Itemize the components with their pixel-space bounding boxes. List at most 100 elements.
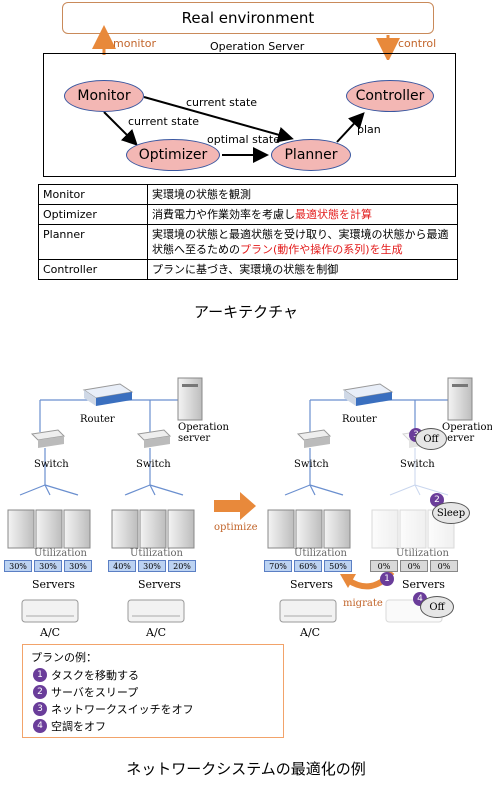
step-badge-1: 1 (380, 572, 394, 586)
switch-label: Switch (294, 459, 329, 470)
plan-item: 3 ネットワークスイッチをオフ (33, 701, 194, 717)
switch-label: Switch (34, 459, 69, 470)
router-icon (82, 383, 134, 406)
table-key: Controller (38, 259, 148, 280)
planner-node: Planner (271, 139, 351, 171)
table-value: 実環境の状態を観測 (147, 184, 458, 205)
switch-label: Switch (136, 459, 171, 470)
operation-server-label: Operation Server (210, 40, 305, 53)
router-label: Router (80, 414, 115, 425)
plan-item-label: サーバをスリープ (51, 686, 139, 699)
utilization-value: 30% (64, 560, 92, 572)
plan-item: 1 タスクを移動する (33, 667, 139, 683)
ac-label: A/C (40, 626, 61, 639)
planner-node-label: Planner (284, 147, 338, 163)
monitor-control-arrows (92, 25, 400, 60)
operation-server-box (43, 53, 456, 177)
component-description-table: Monitor 実環境の状態を観測 Optimizer 消費電力や作業効率を考慮… (38, 184, 458, 280)
table-key: Planner (38, 224, 148, 260)
real-environment-label: Real environment (181, 9, 315, 27)
plan-edge-label: plan (357, 123, 381, 136)
control-edge-label: control (398, 37, 437, 50)
network-caption: ネットワークシステムの最適化の例 (126, 760, 366, 778)
utilization-value: 0% (400, 560, 428, 572)
operation-server-icon (177, 377, 203, 421)
utilization-value: 60% (294, 560, 322, 572)
network-diagram (7, 377, 473, 623)
table-value: 消費電力や作業効率を考慮し最適状態を計算 (147, 204, 458, 225)
utilization-value: 30% (138, 560, 166, 572)
table-row: Planner 実環境の状態と最適状態を受け取り、実環境の状態から最適状態へ至る… (38, 224, 458, 260)
operation-server-label: Operation server (442, 422, 492, 444)
optimize-arrow (214, 492, 256, 520)
router-label: Router (342, 414, 377, 425)
switch-label: Switch (400, 459, 435, 470)
utilization-label: Utilization (294, 548, 347, 559)
step-badge-2: 2 (33, 685, 47, 699)
monitor-node: Monitor (64, 80, 144, 112)
switch-icon (296, 429, 332, 448)
utilization-value: 20% (168, 560, 196, 572)
server-icon (111, 509, 139, 549)
server-icon (267, 509, 295, 549)
operation-server-label: Operation server (178, 422, 229, 444)
utilization-value: 0% (430, 560, 458, 572)
server-icon (399, 509, 427, 549)
utilization-value: 40% (108, 560, 136, 572)
architecture-caption: アーキテクチャ (194, 303, 298, 321)
migrate-label: migrate (343, 598, 383, 609)
plan-item-label: 空調をオフ (51, 720, 106, 733)
table-value: 実環境の状態と最適状態を受け取り、実環境の状態から最適状態へ至るためのプラン(動… (147, 224, 458, 260)
step-badge-3: 3 (33, 702, 47, 716)
operation-server-icon (447, 377, 473, 421)
servers-label: Servers (138, 578, 181, 591)
utilization-value: 70% (264, 560, 292, 572)
utilization-label: Utilization (34, 548, 87, 559)
ac-unit-icon (279, 599, 337, 623)
plan-item: 4 空調をオフ (33, 718, 106, 734)
server-icon (139, 509, 167, 549)
step-badge-1: 1 (33, 668, 47, 682)
router-icon (342, 383, 394, 406)
controller-node-label: Controller (355, 88, 425, 104)
off-bubble-switch: Off (415, 428, 447, 450)
utilization-value: 30% (34, 560, 62, 572)
current-state-edge-label-left: current state (128, 115, 200, 128)
server-icon (7, 509, 35, 549)
optimizer-node: Optimizer (126, 139, 220, 171)
table-row: Controller プランに基づき、実環境の状態を制御 (38, 259, 458, 280)
step-badge-4: 4 (33, 719, 47, 733)
table-key: Monitor (38, 184, 148, 205)
optimal-state-edge-label: optimal state (207, 133, 280, 146)
servers-label: Servers (290, 578, 333, 591)
real-environment-box: Real environment (62, 2, 434, 34)
ac-unit-icon (21, 599, 79, 623)
utilization-value: 0% (370, 560, 398, 572)
table-value: プランに基づき、実環境の状態を制御 (147, 259, 458, 280)
monitor-edge-label: monitor (113, 37, 157, 50)
off-bubble-ac: Off (420, 596, 454, 618)
table-row: Optimizer 消費電力や作業効率を考慮し最適状態を計算 (38, 204, 458, 225)
plan-item: 2 サーバをスリープ (33, 684, 138, 700)
server-icon (323, 509, 351, 549)
plan-title: プランの例： (31, 651, 97, 664)
monitor-node-label: Monitor (77, 88, 131, 104)
utilization-label: Utilization (130, 548, 183, 559)
server-icon (63, 509, 91, 549)
optimizer-node-label: Optimizer (138, 147, 208, 163)
current-state-edge-label-top: current state (186, 96, 258, 109)
switch-icon (30, 429, 66, 448)
switch-icon (136, 429, 172, 448)
servers-label: Servers (32, 578, 75, 591)
utilization-label: Utilization (396, 548, 449, 559)
server-icon (371, 509, 399, 549)
server-icon (167, 509, 195, 549)
plan-item-label: ネットワークスイッチをオフ (51, 703, 194, 716)
server-icon (295, 509, 323, 549)
architecture-flow-arrows (103, 96, 365, 163)
plan-item-label: タスクを移動する (51, 669, 139, 682)
optimize-label: optimize (214, 522, 258, 533)
controller-node: Controller (346, 80, 434, 112)
table-key: Optimizer (38, 204, 148, 225)
utilization-value: 30% (4, 560, 32, 572)
